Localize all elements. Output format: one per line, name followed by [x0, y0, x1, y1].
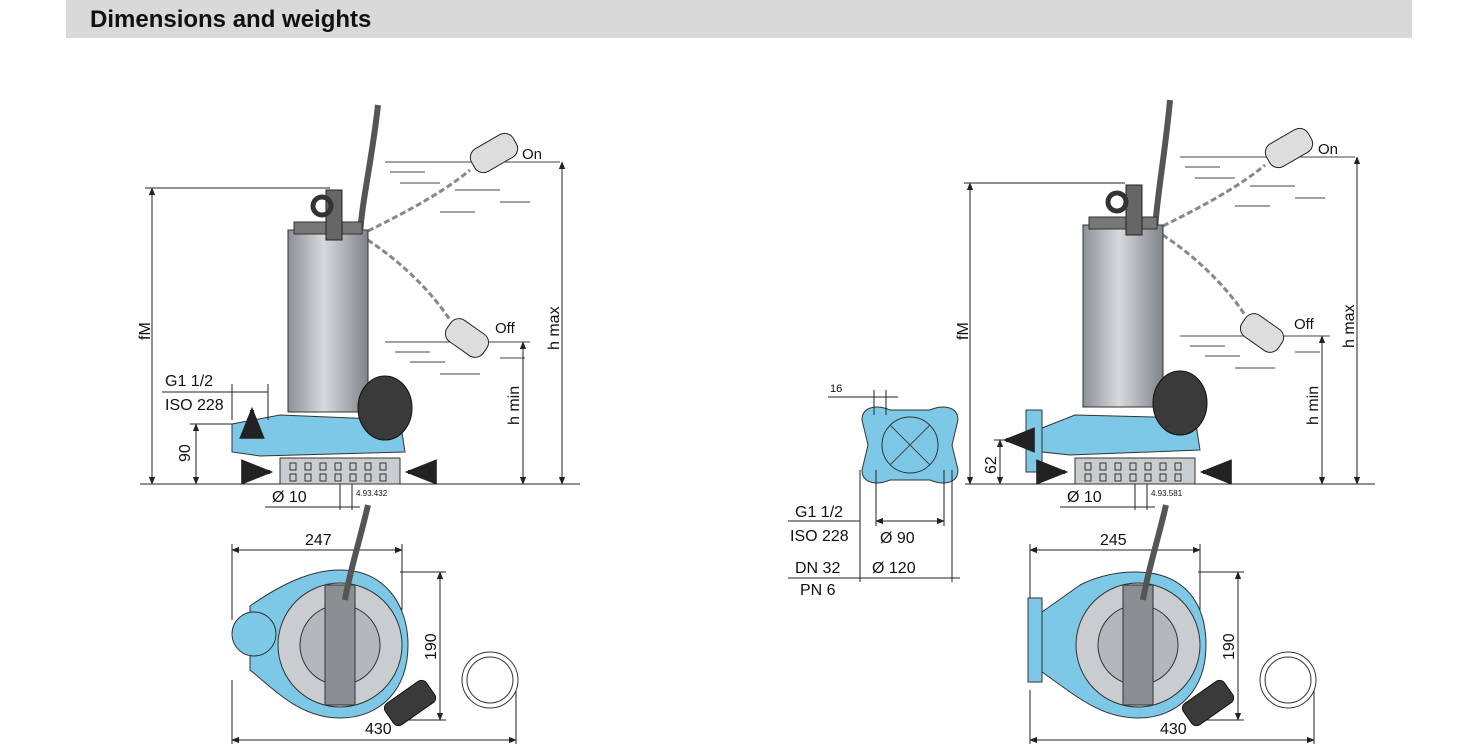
float-switch-on	[469, 132, 519, 174]
label-dia-10: Ø 10	[272, 489, 307, 506]
label-on-right: On	[1318, 141, 1338, 158]
suction-strainer	[279, 457, 401, 485]
float-switch-top	[461, 651, 519, 709]
handle-top	[324, 584, 356, 706]
label-off: Off	[495, 320, 516, 337]
motor-housing	[287, 229, 369, 413]
label-h-max: h max	[546, 306, 563, 350]
label-standard: ISO 228	[165, 397, 224, 414]
label-width-245: 245	[1100, 532, 1127, 549]
discharge-flange	[1025, 409, 1043, 473]
float-top	[383, 679, 437, 727]
left-pump-side-view: fM h max h min Off On G1 1/2 ISO 228 90 …	[137, 104, 580, 510]
discharge-port	[231, 611, 277, 657]
drawing-ref-right: 4.93.581	[1151, 489, 1183, 498]
left-pump-top-view: 247 430 190	[231, 504, 519, 744]
label-on: On	[522, 146, 542, 163]
label-dia-90: Ø 90	[880, 530, 915, 547]
label-length-430-right: 430	[1160, 721, 1187, 738]
label-flange-thread: G1 1/2	[795, 504, 843, 521]
label-dia-120: Ø 120	[872, 560, 916, 577]
label-depth-190: 190	[423, 633, 440, 660]
lifting-eye	[310, 194, 334, 218]
label-length-430: 430	[365, 721, 392, 738]
right-pump-side-view: fM h max h min Off On 62 Ø 10 4.93.581	[955, 99, 1375, 510]
label-fm: fM	[137, 322, 154, 340]
label-pn: PN 6	[800, 582, 836, 599]
label-off-right: Off	[1294, 316, 1315, 333]
motor-housing-right	[1082, 224, 1164, 408]
power-cable	[357, 104, 381, 236]
float-cable-up	[359, 168, 471, 237]
label-height-90: 90	[177, 444, 194, 462]
label-h-min-right: h min	[1305, 386, 1322, 425]
label-dia-10-right: Ø 10	[1067, 489, 1102, 506]
label-dn: DN 32	[795, 560, 840, 577]
label-height-62: 62	[983, 456, 1000, 474]
label-h-min: h min	[506, 386, 523, 425]
label-h-max-right: h max	[1341, 304, 1358, 348]
drawing-ref: 4.93.432	[356, 489, 388, 498]
float-switch-off	[444, 318, 490, 358]
attached-float-disc	[357, 375, 413, 441]
label-flange-standard: ISO 228	[790, 528, 849, 545]
label-depth-190-right: 190	[1221, 633, 1238, 660]
float-cable-down	[359, 233, 452, 321]
flange-detail: 16 G1 1/2 ISO 228 Ø 90 DN 32 PN 6 Ø 120	[788, 383, 960, 599]
label-fm-right: fM	[955, 322, 972, 340]
label-thread: G1 1/2	[165, 373, 213, 390]
flange-top	[1027, 597, 1043, 683]
right-pump-top-view: 245 430 190	[1027, 504, 1317, 744]
water-surface-high	[385, 161, 560, 213]
label-thickness-16: 16	[830, 383, 842, 395]
section-header: Dimensions and weights	[66, 0, 1412, 38]
label-width-247: 247	[305, 532, 332, 549]
section-title: Dimensions and weights	[90, 6, 372, 33]
